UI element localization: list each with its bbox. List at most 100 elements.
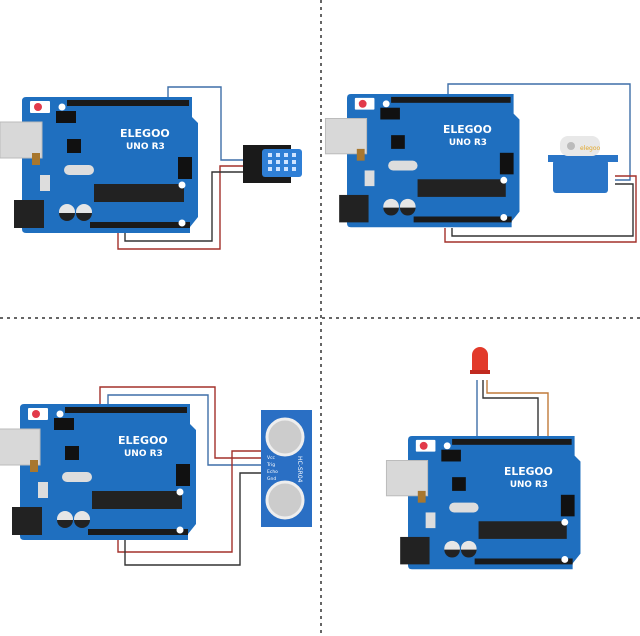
microcontroller-chip — [94, 184, 184, 202]
regulator — [364, 170, 375, 187]
board-brand-label: ELEGOO — [504, 465, 553, 478]
microcontroller-chip — [417, 179, 506, 197]
servo-body — [553, 160, 608, 193]
servo-flange — [548, 155, 618, 162]
board-pcb — [347, 94, 520, 228]
ultrasonic-pin-label: Echo — [267, 469, 278, 475]
crystal — [64, 165, 94, 175]
arduino-board: ELEGOO UNO R3 — [385, 436, 581, 570]
mount-hole — [56, 410, 64, 418]
dht-vent — [284, 167, 288, 171]
mount-hole — [500, 176, 508, 184]
mount-hole — [561, 518, 569, 526]
gnd-wire — [451, 183, 634, 237]
analog-power-header — [90, 222, 190, 228]
mount-hole — [443, 442, 451, 450]
usb-chip — [391, 135, 405, 149]
analog-power-header — [88, 529, 188, 535]
capacitor-band — [57, 520, 73, 528]
usb-port — [0, 121, 43, 159]
board-model-label: UNO R3 — [124, 449, 163, 459]
mount-hole — [382, 100, 390, 108]
power-jack — [14, 200, 44, 228]
dht-vent — [292, 153, 296, 157]
arduino-board: ELEGOO UNO R3 — [324, 94, 520, 228]
digital-header — [452, 438, 572, 445]
fuse — [417, 490, 426, 503]
dht-vent — [292, 167, 296, 171]
reset-button — [34, 103, 42, 111]
capacitor-band — [444, 549, 460, 558]
power-jack — [12, 507, 42, 535]
reset-button — [358, 99, 367, 108]
board-pcb — [22, 97, 198, 233]
icsp-header — [54, 418, 74, 430]
dht-vent — [268, 160, 272, 164]
mount-hole — [178, 181, 186, 189]
servo-shaft — [567, 142, 575, 150]
ultrasonic-transmitter — [265, 417, 305, 457]
gnd-wire — [124, 171, 248, 242]
vcc-wire — [117, 165, 248, 250]
crystal — [62, 472, 92, 482]
led-wire — [482, 380, 539, 436]
fuse — [32, 153, 40, 165]
usb-chip — [452, 477, 466, 491]
signal-wire — [167, 86, 248, 161]
board-model-label: UNO R3 — [449, 138, 487, 148]
regulator — [40, 175, 50, 191]
mount-hole — [178, 219, 186, 227]
mount-hole — [561, 556, 569, 563]
board-model-label: UNO R3 — [126, 142, 165, 152]
ultrasonic-pin-label: Gnd — [267, 476, 276, 482]
analog-power-header — [413, 216, 512, 223]
usb-port — [324, 118, 368, 155]
icsp-header — [380, 107, 400, 120]
reset-button — [419, 441, 428, 450]
ultrasonic-pin-label: Vcc — [267, 455, 276, 461]
icsp2-header — [176, 464, 190, 486]
icsp2-header — [178, 157, 192, 179]
power-jack — [400, 536, 430, 565]
icsp-header — [56, 111, 76, 123]
mount-hole — [176, 526, 184, 534]
regulator — [425, 512, 436, 529]
dht-vent — [284, 160, 288, 164]
dht-vent — [276, 160, 280, 164]
usb-port — [0, 428, 41, 466]
ultrasonic-model-label: HC-SR04 — [296, 456, 303, 483]
ultrasonic-receiver — [265, 480, 305, 520]
regulator — [38, 482, 48, 498]
capacitor-band — [383, 207, 399, 216]
vcc-wire — [117, 450, 262, 553]
echo-wire — [107, 394, 262, 466]
led — [472, 347, 488, 372]
board-brand-label: ELEGOO — [443, 123, 492, 136]
digital-header — [67, 100, 189, 106]
capacitor-band — [399, 207, 416, 216]
fuse — [356, 148, 365, 161]
dht-vent — [276, 153, 280, 157]
led-wire — [486, 380, 549, 436]
capacitor-band — [460, 549, 477, 558]
board-pcb — [408, 436, 581, 570]
power-jack — [339, 194, 369, 223]
led-base — [470, 370, 490, 374]
usb-port — [385, 460, 429, 497]
servo-label: elegoo — [580, 145, 601, 152]
board-model-label: UNO R3 — [510, 480, 548, 490]
digital-header — [65, 407, 187, 413]
servo-horn — [560, 136, 600, 156]
microcontroller-chip — [478, 521, 567, 539]
dht-vent — [268, 167, 272, 171]
dht-vent — [276, 167, 280, 171]
trig-wire — [99, 386, 262, 459]
capacitor-band — [59, 213, 75, 221]
crystal — [388, 160, 418, 171]
microcontroller-chip — [92, 491, 182, 509]
analog-power-header — [474, 558, 573, 565]
board-pcb — [20, 404, 196, 540]
mount-hole — [500, 214, 508, 221]
